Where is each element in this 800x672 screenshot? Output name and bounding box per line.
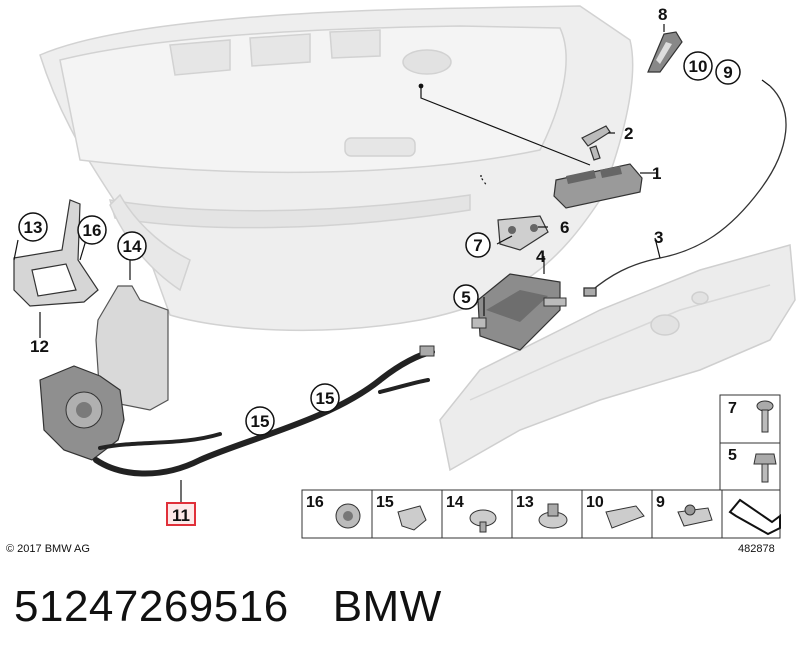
callout-14: 14 [117, 231, 147, 261]
part-11-drive [39, 365, 125, 461]
callout-9-label: 9 [723, 63, 732, 82]
part-14-reservoir [95, 285, 169, 411]
legend-item-9-label: 9 [656, 494, 665, 511]
legend-item-15-label: 15 [376, 494, 394, 511]
part-caption: 51247269516 BMW [14, 582, 442, 632]
legend-item-13: 13 [516, 494, 568, 529]
callout-7-label: 7 [473, 236, 482, 255]
callout-13-label: 13 [24, 218, 43, 237]
legend-item-16: 16 [306, 494, 361, 529]
part-4-lock [471, 273, 567, 351]
part-6-striker [497, 215, 549, 251]
callout-11: 11 [166, 502, 196, 526]
part-15-hose [93, 345, 435, 477]
part-12-bracket [13, 199, 99, 307]
callout-9: 9 [715, 59, 741, 85]
callout-15a-label: 15 [251, 412, 270, 431]
part-1-switch [553, 163, 643, 209]
legend-item-15: 15 [376, 494, 427, 531]
legend-item-14-label: 14 [446, 494, 464, 511]
legend-bracket-icon [728, 498, 781, 536]
parts-diagram: 1 2 3 4 5 6 7 8 9 10 11 12 13 14 [13, 5, 796, 539]
callout-4-label: 4 [536, 247, 546, 266]
callout-7: 7 [465, 232, 491, 258]
callout-6: 6 [560, 218, 569, 237]
leader-lines [13, 24, 771, 502]
callout-15a: 15 [245, 406, 275, 436]
legend-side-item-7: 7 [728, 400, 774, 433]
callout-3: 3 [654, 228, 663, 247]
callout-11-label: 11 [172, 506, 190, 525]
legend-item-13-label: 13 [516, 494, 534, 511]
legend-side-item-5-label: 5 [728, 447, 737, 464]
legend-item-9: 9 [656, 494, 713, 527]
part-number: 51247269516 [14, 582, 289, 631]
part-3-cable [583, 85, 787, 297]
callout-15b-label: 15 [316, 389, 335, 408]
callout-13: 13 [18, 212, 48, 242]
legend-side: 7 5 [719, 394, 781, 492]
legend-item-16-label: 16 [306, 494, 324, 511]
callout-8-label: 8 [658, 5, 667, 24]
callout-12: 12 [30, 337, 49, 356]
legend-item-10: 10 [586, 494, 645, 529]
callout-1-label: 1 [652, 164, 661, 183]
part-8-handle [647, 31, 683, 73]
callout-5-label: 5 [461, 288, 470, 307]
legend-side-item-7-label: 7 [728, 400, 737, 417]
callout-1: 1 [652, 164, 661, 183]
legend-item-14: 14 [446, 494, 497, 533]
callout-16-label: 16 [83, 221, 102, 240]
callout-15b: 15 [310, 383, 340, 413]
callout-6-label: 6 [560, 218, 569, 237]
brand-name: BMW [332, 582, 442, 631]
callout-2-label: 2 [624, 124, 633, 143]
callout-10: 10 [683, 51, 713, 81]
callout-8: 8 [658, 5, 667, 24]
callout-4: 4 [536, 247, 546, 266]
callout-3-label: 3 [654, 228, 663, 247]
legend-row: 16 15 14 13 10 9 [301, 489, 781, 539]
bumper-carrier [439, 244, 796, 472]
copyright-text: © 2017 BMW AG [6, 543, 90, 555]
legend-side-item-5: 5 [728, 447, 777, 483]
callout-2: 2 [624, 124, 633, 143]
callout-5: 5 [453, 284, 479, 310]
drawing-id: 482878 [738, 543, 775, 555]
callout-14-label: 14 [123, 237, 142, 256]
callout-16: 16 [77, 215, 107, 245]
part-2-bracket [581, 125, 611, 161]
legend-item-10-label: 10 [586, 494, 604, 511]
callout-10-label: 10 [689, 57, 708, 76]
tailgate-body [39, 5, 634, 332]
callout-12-label: 12 [30, 337, 49, 356]
